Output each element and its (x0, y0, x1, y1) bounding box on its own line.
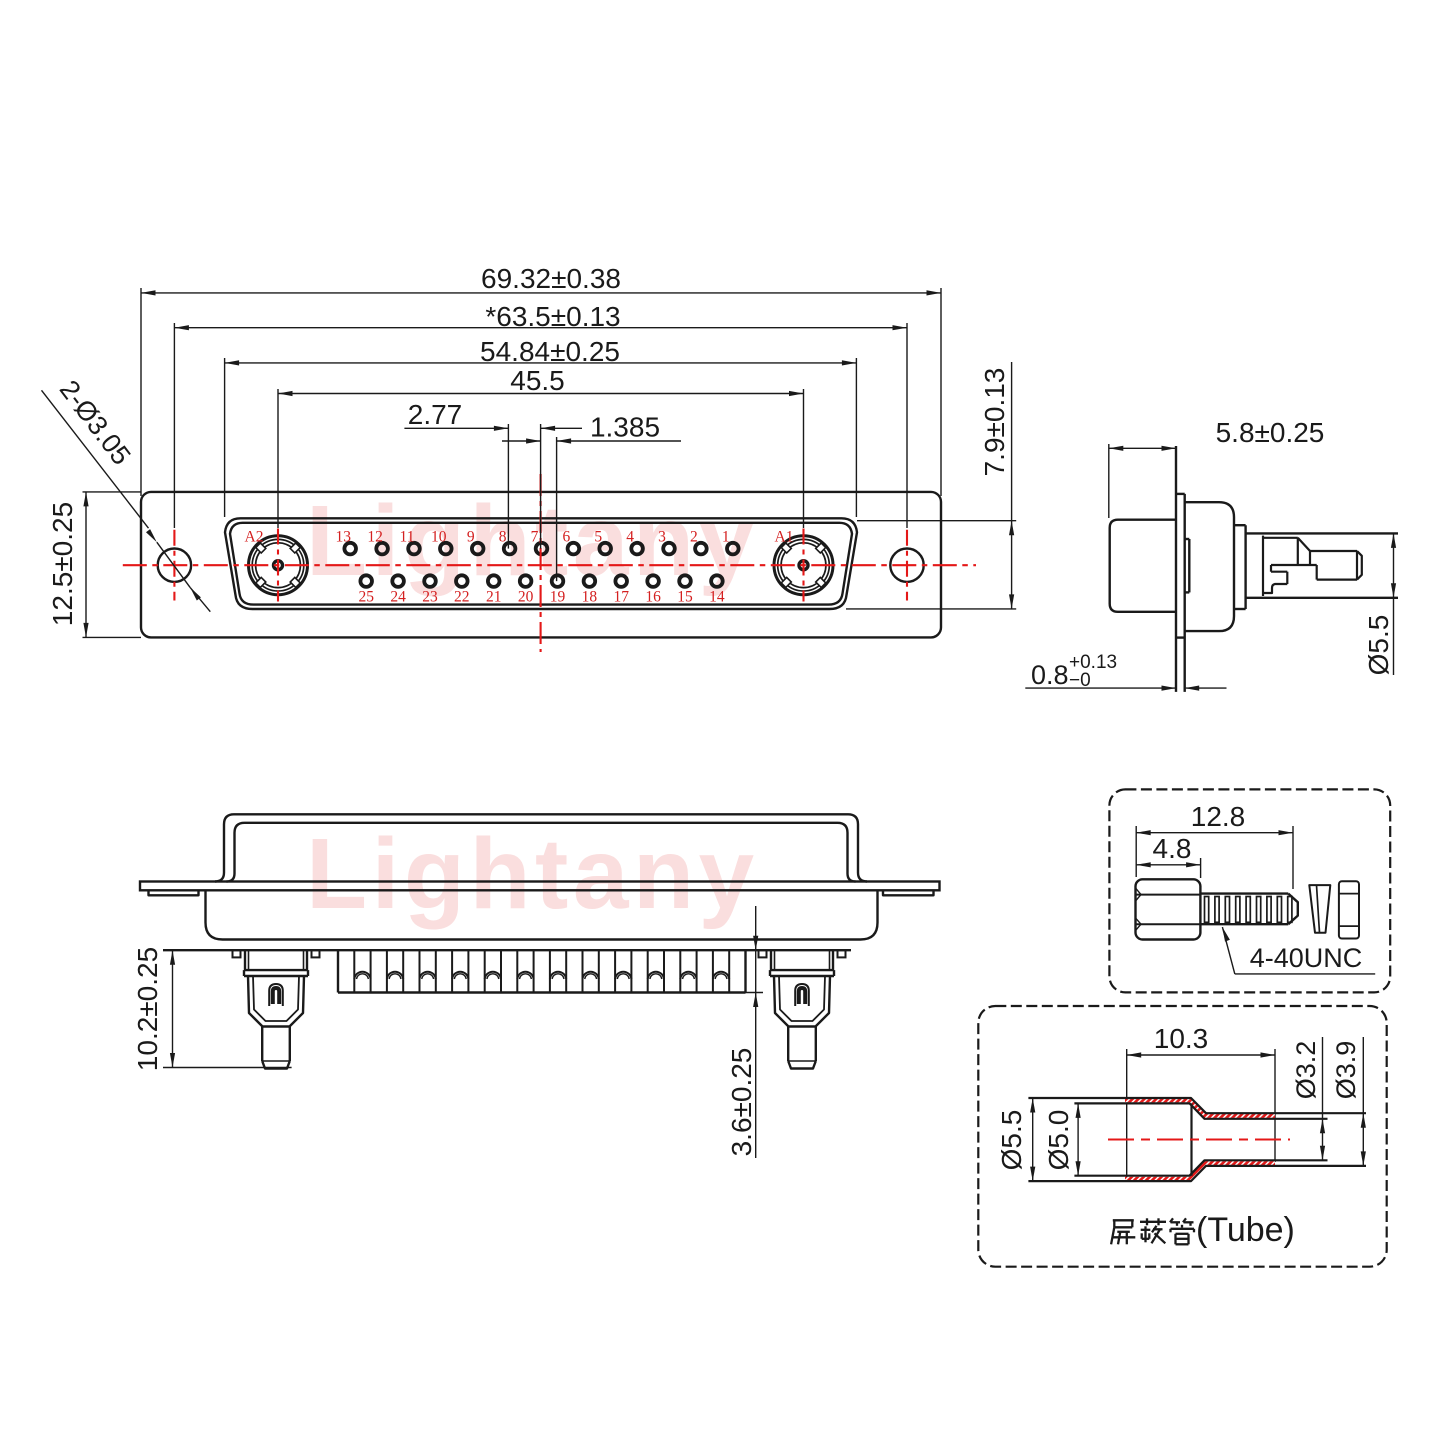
svg-text:Ø5.5: Ø5.5 (996, 1110, 1027, 1171)
svg-text:12.8: 12.8 (1191, 801, 1246, 832)
svg-text:4-40UNC: 4-40UNC (1250, 943, 1363, 973)
svg-text:3: 3 (658, 529, 666, 546)
svg-text:17: 17 (613, 589, 629, 606)
svg-text:−0: −0 (1069, 670, 1091, 691)
svg-text:A1: A1 (775, 529, 794, 546)
svg-text:14: 14 (709, 589, 725, 606)
svg-text:69.32±0.38: 69.32±0.38 (481, 263, 621, 294)
svg-text:20: 20 (518, 589, 534, 606)
svg-text:0.8: 0.8 (1031, 660, 1069, 690)
svg-text:Lightany: Lightany (306, 818, 759, 930)
svg-text:Ø3.2: Ø3.2 (1291, 1041, 1321, 1100)
svg-text:1.385: 1.385 (590, 412, 660, 443)
svg-text:12: 12 (367, 529, 383, 546)
svg-text:3.6±0.25: 3.6±0.25 (726, 1048, 757, 1157)
svg-text:18: 18 (582, 589, 598, 606)
svg-text:7: 7 (531, 529, 539, 546)
svg-text:9: 9 (467, 529, 475, 546)
svg-text:2: 2 (690, 529, 698, 546)
svg-text:*63.5±0.13: *63.5±0.13 (485, 301, 620, 332)
svg-text:12.5±0.25: 12.5±0.25 (47, 502, 78, 626)
svg-text:Ø3.9: Ø3.9 (1331, 1041, 1361, 1100)
svg-text:23: 23 (422, 589, 438, 606)
svg-text:13: 13 (335, 529, 351, 546)
svg-text:A2: A2 (245, 529, 264, 546)
svg-text:25: 25 (358, 589, 374, 606)
svg-text:54.84±0.25: 54.84±0.25 (480, 336, 620, 367)
svg-text:45.5: 45.5 (510, 365, 565, 396)
svg-text:2.77: 2.77 (408, 399, 463, 430)
svg-text:5: 5 (594, 529, 602, 546)
svg-text:24: 24 (390, 589, 406, 606)
svg-text:Ø5.5: Ø5.5 (1363, 615, 1394, 676)
svg-text:(Tube): (Tube) (1196, 1211, 1295, 1249)
svg-text:10.3: 10.3 (1154, 1023, 1209, 1054)
svg-text:8: 8 (499, 529, 507, 546)
svg-text:7.9±0.13: 7.9±0.13 (979, 368, 1010, 477)
svg-text:21: 21 (486, 589, 502, 606)
svg-text:+0.13: +0.13 (1069, 652, 1117, 673)
svg-text:6: 6 (563, 529, 571, 546)
svg-text:4: 4 (626, 529, 634, 546)
svg-text:4.8: 4.8 (1153, 833, 1192, 864)
svg-text:Ø5.0: Ø5.0 (1043, 1110, 1074, 1171)
svg-text:15: 15 (677, 589, 693, 606)
svg-text:5.8±0.25: 5.8±0.25 (1216, 417, 1325, 448)
svg-text:10: 10 (431, 529, 447, 546)
svg-text:11: 11 (400, 529, 415, 546)
svg-text:1: 1 (722, 529, 730, 546)
svg-text:10.2±0.25: 10.2±0.25 (132, 947, 163, 1071)
svg-text:16: 16 (645, 589, 661, 606)
svg-text:22: 22 (454, 589, 470, 606)
svg-text:19: 19 (550, 589, 566, 606)
